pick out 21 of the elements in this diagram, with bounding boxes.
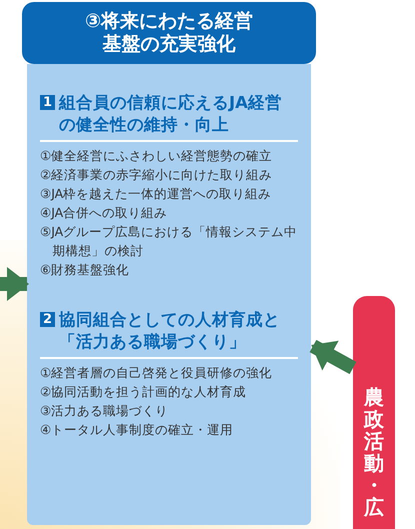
list-item: ③活力ある職場づくり <box>40 402 170 420</box>
arrow <box>0 267 29 301</box>
list-item: ①経営者層の自己啓発と役員研修の強化 <box>40 364 274 382</box>
list-item: ⑤JAグループ広島における「情報システム中期構想」の検討 <box>40 223 298 260</box>
section-heading: 協同組合としての人材育成と「活力ある職場づくり」 <box>59 309 282 353</box>
number-badge: 2 <box>40 312 56 327</box>
content-panel <box>27 64 311 525</box>
number-badge: 1 <box>40 95 56 110</box>
list-item: ④トータル人事制度の確立・運用 <box>40 421 234 439</box>
list-item: ④JA合併への取り組み <box>40 204 168 222</box>
list-item: ②協同活動を担う計画的な人材育成 <box>40 383 248 401</box>
list-item: ⑥財務基盤強化 <box>40 261 130 279</box>
header-title: ③将来にわたる経営基盤の充実強化 <box>84 10 254 56</box>
header-box <box>22 2 316 64</box>
side-bar <box>353 296 395 529</box>
vertical-label: 農政活動・広 <box>364 386 384 518</box>
list-item: ③JA枠を越えた一体的運営への取り組み <box>40 185 272 203</box>
section-heading: 組合員の信頼に応えるJA経営の健全性の維持・向上 <box>59 92 283 136</box>
arrow <box>310 340 356 374</box>
list-item: ②経済事業の赤字縮小に向けた取り組み <box>40 166 274 184</box>
list-item: ①健全経営にふさわしい経営態勢の確立 <box>40 147 274 165</box>
